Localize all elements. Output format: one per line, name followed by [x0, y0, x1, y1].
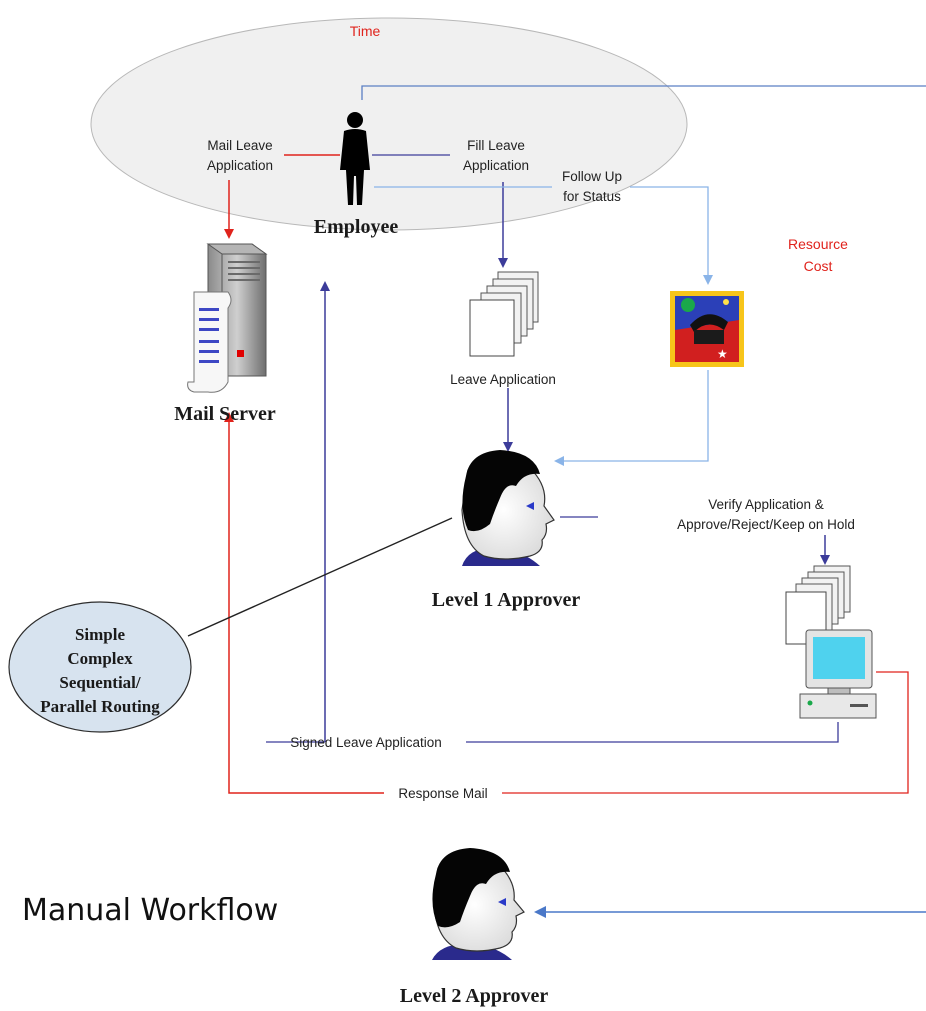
person-silhouette-icon — [340, 112, 370, 205]
level2-approver-label: Level 2 Approver — [400, 985, 549, 1007]
routing-line-4: Parallel Routing — [40, 697, 160, 716]
follow-up-label-2: for Status — [563, 189, 621, 204]
flow-follow-up-right — [630, 186, 713, 285]
resource-cost-label-2: Cost — [804, 258, 833, 274]
telephone-stamp-icon: ★ — [670, 291, 744, 367]
fill-leave-label-1: Fill Leave — [467, 138, 525, 153]
mail-server-label: Mail Server — [174, 403, 276, 425]
employee-label: Employee — [314, 216, 399, 238]
time-oval — [90, 17, 688, 231]
flow-phone-to-level1 — [554, 370, 709, 466]
mail-leave-label-2: Application — [207, 158, 273, 173]
flow-response-mail-left — [224, 412, 384, 794]
routing-oval — [8, 601, 192, 733]
resource-cost-label-1: Resource — [788, 236, 848, 252]
verify-label-1: Verify Application & — [708, 497, 824, 512]
flow-employee-to-right — [361, 85, 926, 100]
time-label: Time — [350, 23, 381, 39]
mail-leave-label-1: Mail Leave — [207, 138, 272, 153]
follow-up-label-1: Follow Up — [562, 169, 622, 184]
routing-connector — [187, 517, 453, 637]
response-mail-label: Response Mail — [398, 786, 487, 801]
routing-line-2: Complex — [67, 649, 133, 668]
server-icon — [187, 243, 268, 393]
document-stack-icon — [469, 271, 539, 357]
flow-response-mail — [502, 671, 909, 794]
flow-signed-application — [466, 722, 839, 743]
face-profile-icon — [432, 848, 525, 960]
fill-leave-label-2: Application — [463, 158, 529, 173]
page-title: Manual Workflow — [22, 893, 278, 928]
routing-line-3: Sequential/ — [59, 673, 141, 692]
routing-line-1: Simple — [75, 625, 126, 644]
level1-approver-label: Level 1 Approver — [432, 589, 581, 611]
svg-text:★: ★ — [717, 347, 728, 361]
verify-label-2: Approve/Reject/Keep on Hold — [677, 517, 855, 532]
computer-icon — [785, 565, 877, 719]
leave-application-label: Leave Application — [450, 372, 556, 387]
signed-leave-application-label: Signed Leave Application — [290, 735, 442, 750]
face-profile-icon — [461, 450, 555, 566]
